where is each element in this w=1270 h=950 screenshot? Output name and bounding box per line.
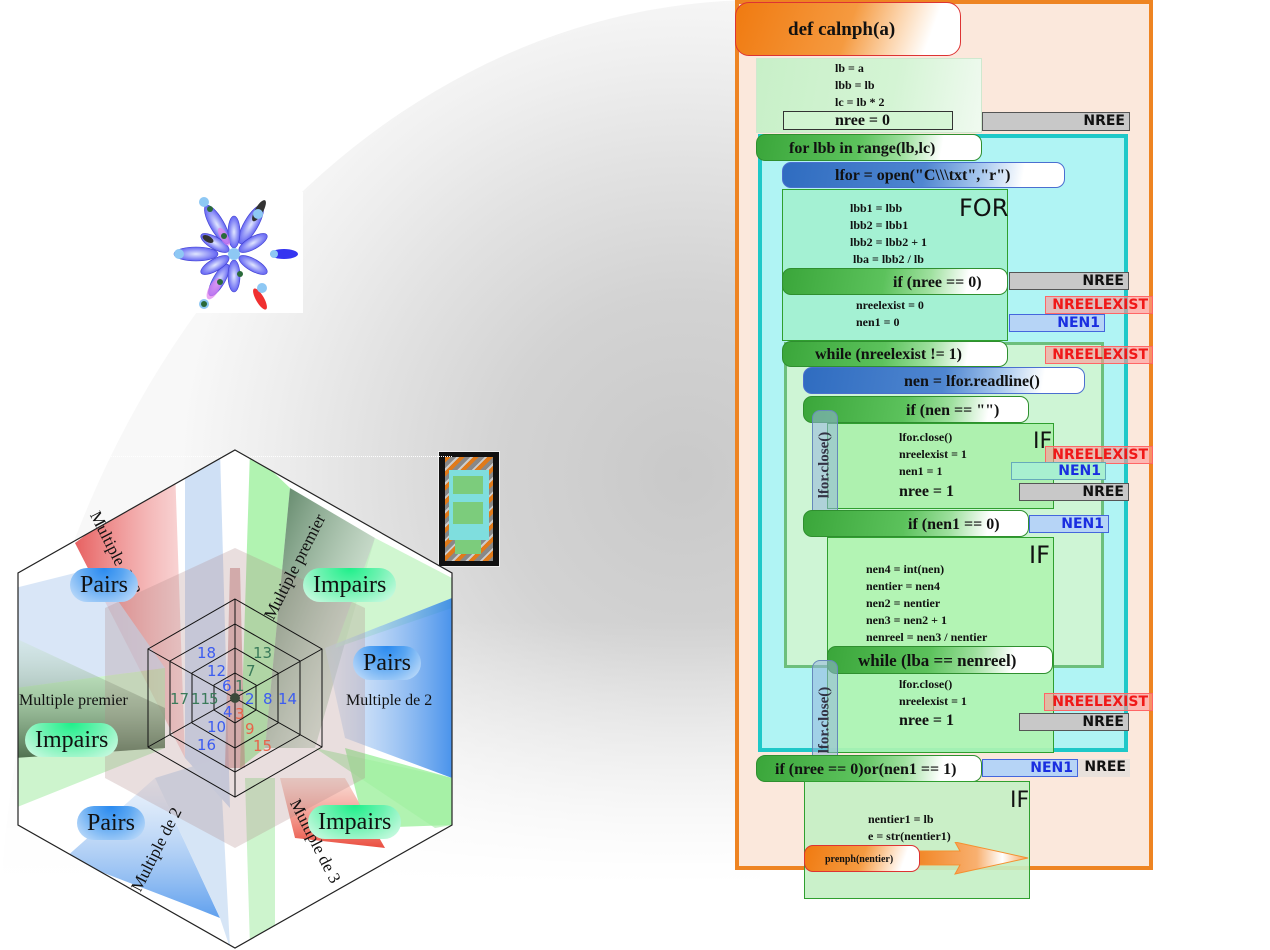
number-7: 7 [246, 662, 256, 680]
for-line: lba = lbb2 / lb [853, 252, 924, 266]
number-14: 14 [278, 690, 298, 708]
final-if-body [804, 781, 1030, 899]
if-nree-line: nen1 = 0 [856, 315, 900, 329]
number-8: 8 [263, 690, 273, 708]
tag-nree: NREE [1019, 713, 1129, 731]
tag-nree: NREE [1009, 272, 1129, 290]
number-12: 12 [207, 662, 227, 680]
while-lba-line: nreelexist = 1 [899, 694, 967, 708]
if-label: IF [1029, 541, 1050, 569]
flower-icon [173, 197, 298, 310]
hexagon-diagram: Multiple de 3 Multiple premier Multiple … [15, 448, 455, 950]
function-header[interactable]: def calnph(a) [735, 2, 961, 56]
tag-nreelexist: NREELEXIST [1045, 346, 1153, 364]
flower-illustration [166, 192, 303, 313]
for-body [782, 189, 1008, 341]
tag-nreelexist: NREELEXIST [1045, 296, 1153, 314]
label-multiple-premier-left: Multiple premier [19, 692, 128, 709]
final-if-line: nentier1 = lb [868, 812, 934, 826]
number-13: 13 [253, 644, 273, 662]
number-4: 4 [223, 703, 233, 721]
while-lba-nree: nree = 1 [899, 712, 955, 729]
number-3: 3 [235, 705, 245, 723]
tag-nen1: NEN1 [1029, 515, 1109, 533]
init-line: lc = lb * 2 [835, 95, 885, 109]
label-multiple-de-2-right: Multiple de 2 [346, 692, 433, 709]
tag-nreelexist: NREELEXIST [1044, 693, 1153, 711]
if-nen-empty-line: lfor.close() [899, 430, 953, 444]
thumbnail-block [453, 502, 483, 524]
number-15: 15 [253, 737, 273, 755]
tag-nen1: NEN1 [982, 759, 1078, 777]
nen1-tag-backdrop [1011, 462, 1106, 480]
thumbnail-block [453, 476, 483, 494]
if-nen1-body [827, 537, 1054, 753]
init-nree-box [783, 111, 953, 130]
open-file-line[interactable]: lfor = open("C\\\txt","r") [782, 162, 1065, 188]
tag-nen1: NEN1 [1058, 463, 1101, 479]
for-line: lbb1 = lbb [850, 201, 903, 215]
if-nree-line: nreelexist = 0 [856, 298, 924, 312]
init-nree-line: nree = 0 [835, 112, 891, 129]
number-1: 1 [235, 677, 245, 695]
pill-pairs-top-left: Pairs [70, 568, 138, 602]
if-nen1-line: nenreel = nen3 / nentier [866, 630, 988, 644]
number-2: 2 [245, 690, 255, 708]
pill-impairs-left: Impairs [25, 723, 119, 757]
readline-line[interactable]: nen = lfor.readline() [803, 367, 1085, 394]
number-18: 18 [197, 644, 217, 662]
tag-nen1: NEN1 [1009, 314, 1105, 332]
pill-impairs-bottom-right: Impairs [308, 805, 402, 839]
if-nen1-line: nen3 = nen2 + 1 [866, 613, 948, 627]
pill-pairs-bottom-left: Pairs [77, 806, 145, 840]
if-nen1-line: nen4 = int(nen) [866, 562, 945, 576]
number-17: 17 [170, 690, 190, 708]
init-line: lb = a [835, 61, 864, 75]
if-nen1-header[interactable]: if (nen1 == 0) [803, 510, 1029, 537]
number-16: 16 [197, 736, 217, 754]
number-11: 11 [191, 690, 211, 708]
number-10: 10 [207, 718, 227, 736]
number-9: 9 [245, 720, 255, 738]
if-nen-empty-header[interactable]: if (nen == "") [803, 396, 1029, 423]
final-if-header[interactable]: if (nree == 0)or(nen1 == 1) [756, 755, 982, 782]
init-line: lbb = lb [835, 78, 875, 92]
if-nen-empty-nree: nree = 1 [899, 483, 955, 500]
while-lba-header[interactable]: while (lba == nenreel) [827, 646, 1053, 674]
side-close-pill: lfor.close() [812, 410, 838, 520]
side-close-label: lfor.close() [816, 431, 833, 499]
pill-impairs-top-right: Impairs [303, 568, 397, 602]
if-label: IF [1010, 788, 1030, 813]
tag-nree: NREE [1019, 483, 1129, 501]
for-line: lbb2 = lbb2 + 1 [850, 235, 928, 249]
pill-pairs-right: Pairs [353, 646, 421, 680]
if-nen-empty-line: nreelexist = 1 [899, 447, 967, 461]
for-header[interactable]: for lbb in range(lb,lc) [756, 134, 982, 161]
side-close-label: lfor.close() [816, 686, 833, 754]
thumbnail-block [455, 540, 481, 554]
while-header[interactable]: while (nreelexist != 1) [782, 341, 1008, 367]
hexagon-shape [17, 449, 453, 949]
final-if-line: e = str(nentier1) [868, 829, 951, 843]
if-nen1-line: nentier = nen4 [866, 579, 940, 593]
flowchart-thumbnail[interactable] [438, 451, 500, 567]
call-prenph-button[interactable]: prenph(nentier) [804, 845, 920, 872]
if-nen1-line: nen2 = nentier [866, 596, 941, 610]
while-lba-line: lfor.close() [899, 677, 953, 691]
tag-nree: NREE [982, 112, 1130, 131]
number-6: 6 [222, 677, 232, 695]
number-5: 5 [209, 690, 219, 708]
for-label: FOR [959, 194, 1009, 222]
for-line: lbb2 = lbb1 [850, 218, 909, 232]
if-nen-empty-line: nen1 = 1 [899, 464, 943, 478]
tag-nreelexist: NREELEXIST [1045, 446, 1153, 464]
tag-nree: NREE [1078, 759, 1130, 777]
if-nree-header[interactable]: if (nree == 0) [782, 268, 1008, 295]
